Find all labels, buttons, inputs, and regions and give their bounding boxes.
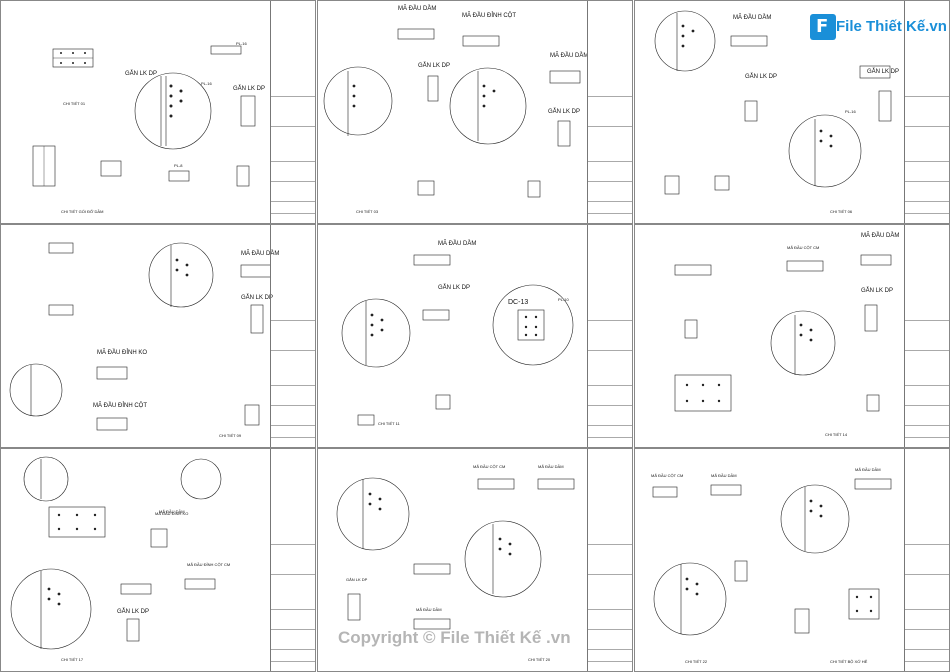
detail-caption: CHI TIẾT 20 bbox=[528, 657, 551, 662]
label-2: MÃ ĐẦU DẦM bbox=[861, 233, 900, 239]
drawing-sheet-1: GẮN LK DP GẮN LK DP PL-16 PL-16 PL-8 CHI… bbox=[0, 0, 316, 224]
title-block bbox=[587, 225, 632, 447]
drawing-sheet-7: MÃ ĐẦU DẦM GẮN LK DP MÃ ĐẦU ĐỈNH KO MÃ Đ… bbox=[0, 448, 316, 672]
brand-logo: F File Thiết Kế.vn bbox=[806, 12, 947, 42]
sheet-drawing bbox=[10, 456, 222, 650]
detail-caption-2: CHI TIẾT GỐI ĐỠ DẦM bbox=[61, 209, 104, 214]
label-2: MÃ ĐẦU DẦM bbox=[711, 473, 737, 478]
label-1: MÃ ĐẦU CỘT CM bbox=[787, 245, 820, 250]
label-1: MÃ ĐẦU DẦM bbox=[159, 509, 185, 514]
label-1: GẮN LK DP bbox=[125, 71, 158, 77]
drawing-sheet-2: MÃ ĐẦU DẦM MÃ ĐẦU ĐỈNH CỘT GẮN LK DP MÃ … bbox=[317, 0, 633, 224]
label-4: MÃ ĐẦU DẦM bbox=[550, 53, 589, 59]
label-2: MÃ ĐẦU ĐỈNH CỘT bbox=[462, 13, 516, 19]
label-2: GẮN LK DP bbox=[233, 86, 266, 92]
label-4: MÃ ĐẦU ĐỈNH CỘT bbox=[93, 403, 147, 409]
title-block bbox=[270, 449, 315, 671]
detail-caption: CHI TIẾT 01 bbox=[63, 101, 86, 106]
label-5: GẮN LK DP bbox=[548, 109, 581, 115]
watermark: Copyright © File Thiết Kế .vn bbox=[338, 628, 571, 647]
sheet-drawing bbox=[9, 242, 271, 431]
logo-mark-letter: F bbox=[816, 16, 829, 37]
label-3: PL-16 bbox=[236, 41, 247, 46]
label-4: MÃ ĐẦU ĐỈNH CỘT CM bbox=[187, 562, 231, 567]
title-block bbox=[587, 1, 632, 223]
detail-caption: CHI TIẾT 09 bbox=[219, 433, 242, 438]
label-3: DC-13 bbox=[508, 299, 529, 306]
title-block bbox=[270, 225, 315, 447]
label-3: GẮN LK DP bbox=[346, 577, 368, 582]
detail-caption: CHI TIẾT 03 bbox=[356, 209, 379, 214]
label-3: GẮN LK DP bbox=[418, 63, 451, 69]
sheet-drawing bbox=[652, 478, 892, 636]
label-2: GẮN LK DP bbox=[117, 609, 150, 615]
drawing-sheet-6: MÃ ĐẦU CỘT CM MÃ ĐẦU DẦM GẮN LK DP CHI T… bbox=[634, 224, 950, 448]
label-2: GẮN LK DP bbox=[745, 74, 778, 80]
label-4: PL-16 bbox=[201, 81, 212, 86]
detail-caption: CHI TIẾT 06 bbox=[830, 209, 853, 214]
detail-caption: CHI TIẾT 11 bbox=[378, 421, 400, 426]
label-2: GẮN LK DP bbox=[241, 295, 274, 301]
drawing-sheet-3: MÃ ĐẦU DẦM GẮN LK DP GẮN LK DP PL-16 CHI… bbox=[634, 0, 950, 224]
detail-caption: CHI TIẾT 17 bbox=[61, 657, 84, 662]
drawing-sheet-8: MÃ ĐẦU CỘT CM MÃ ĐẦU DẦM GẮN LK DP MÃ ĐẦ… bbox=[317, 448, 633, 672]
label-2: GẮN LK DP bbox=[438, 285, 471, 291]
label-3: MÃ ĐẦU ĐỈNH KO bbox=[155, 511, 189, 516]
label-3: GẮN LK DP bbox=[861, 288, 894, 294]
detail-caption: CHI TIẾT 22 bbox=[685, 659, 708, 664]
title-block bbox=[904, 1, 949, 223]
title-block bbox=[270, 1, 315, 223]
label-3: MÃ ĐẦU ĐỈNH KO bbox=[97, 350, 148, 356]
detail-caption-2: CHI TIẾT BỘ XỚ HẺ bbox=[830, 659, 868, 664]
label-1: MÃ ĐẦU DẦM bbox=[733, 15, 772, 21]
sheet-drawing bbox=[674, 254, 892, 412]
label-1: MÃ ĐẦU DẦM bbox=[398, 6, 437, 12]
sheet-drawing bbox=[336, 477, 575, 630]
label-3: GẮN LK DP bbox=[867, 69, 900, 75]
label-1: MÃ ĐẦU DẦM bbox=[438, 241, 477, 247]
label-4: PL-10 bbox=[558, 297, 569, 302]
drawing-sheet-4: MÃ ĐẦU DẦM GẮN LK DP MÃ ĐẦU ĐỈNH KO MÃ Đ… bbox=[0, 224, 316, 448]
label-1: MÃ ĐẦU DẦM bbox=[241, 251, 280, 257]
sheet-drawing bbox=[323, 28, 581, 198]
label-4: PL-16 bbox=[845, 109, 856, 114]
sheet-drawing bbox=[341, 254, 574, 426]
detail-caption: CHI TIẾT 14 bbox=[825, 432, 848, 437]
label-2: MÃ ĐẦU DẦM bbox=[538, 464, 564, 469]
drawing-sheet-9: MÃ ĐẦU CỘT CM MÃ ĐẦU DẦM MÃ ĐẦU DẦM CHI … bbox=[634, 448, 950, 672]
label-1: MÃ ĐẦU CỘT CM bbox=[651, 473, 684, 478]
sheet-drawing bbox=[32, 45, 256, 187]
title-block bbox=[587, 449, 632, 671]
title-block bbox=[904, 449, 949, 671]
label-4: MÃ ĐẦU DẦM bbox=[416, 607, 442, 612]
label-5: PL-8 bbox=[174, 163, 183, 168]
label-3: MÃ ĐẦU DẦM bbox=[855, 467, 881, 472]
logo-mark bbox=[810, 14, 836, 40]
sheet-drawing bbox=[654, 10, 892, 195]
label-1: MÃ ĐẦU CỘT CM bbox=[473, 464, 506, 469]
drawing-sheet-5: MÃ ĐẦU DẦM GẮN LK DP DC-13 PL-10 CHI TIẾ… bbox=[317, 224, 633, 448]
logo-text: File Thiết Kế.vn bbox=[836, 18, 947, 35]
title-block bbox=[904, 225, 949, 447]
